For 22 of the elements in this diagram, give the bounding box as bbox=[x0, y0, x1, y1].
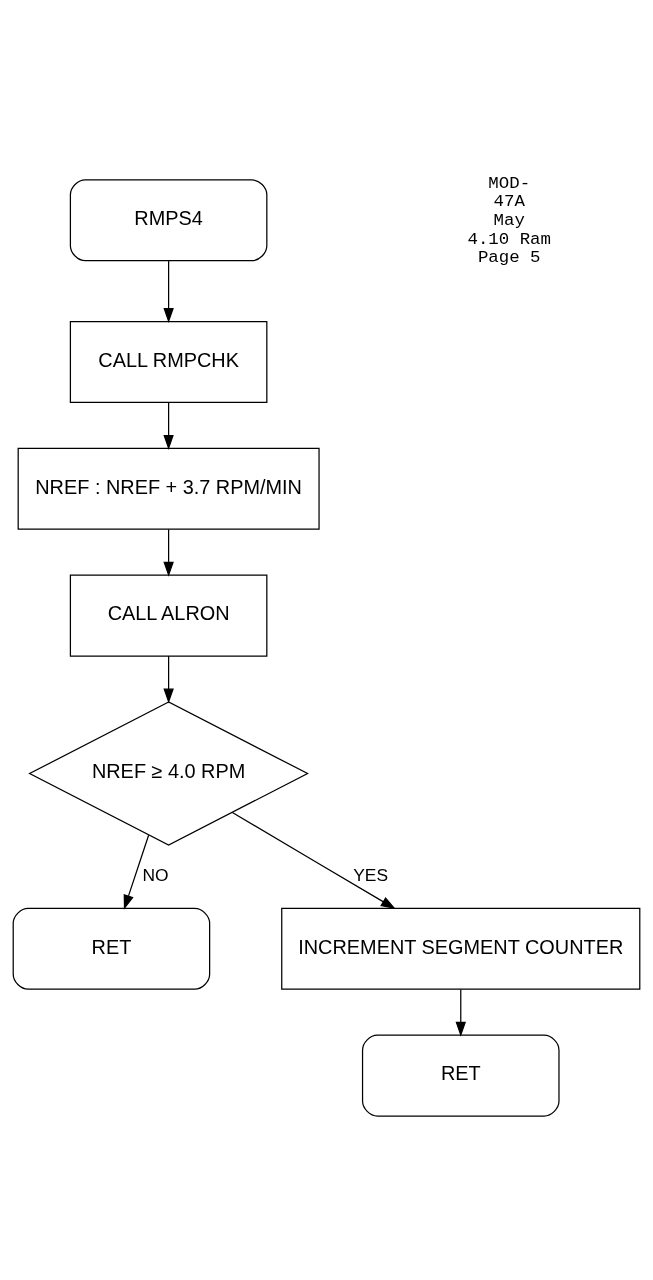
arrow bbox=[163, 401, 174, 450]
edge-label: NO bbox=[142, 864, 169, 885]
node-box: NREF : NREF + 3.7 RPM/MIN bbox=[17, 447, 320, 530]
node-box: INCREMENT SEGMENT COUNTER bbox=[281, 907, 641, 990]
arrow bbox=[163, 654, 174, 703]
node-box: CALL ALRON bbox=[69, 574, 268, 657]
label: May bbox=[493, 210, 525, 230]
node-box: RET bbox=[361, 1034, 560, 1117]
label: MOD- bbox=[488, 173, 531, 193]
label: Page 5 bbox=[477, 247, 541, 267]
arrow bbox=[231, 811, 396, 909]
arrow bbox=[163, 528, 174, 577]
node-box: RMPS4 bbox=[69, 178, 268, 261]
node-diamond: NREF ≥ 4.0 RPM bbox=[28, 700, 309, 846]
edge-label: YES bbox=[353, 864, 389, 885]
label: 4.10 Ram bbox=[467, 229, 551, 249]
arrow bbox=[455, 988, 466, 1037]
node-box: CALL RMPCHK bbox=[69, 320, 268, 403]
arrow bbox=[163, 259, 174, 323]
label: 47A bbox=[493, 191, 525, 211]
arrow bbox=[123, 834, 150, 910]
node-box: RET bbox=[12, 907, 211, 990]
